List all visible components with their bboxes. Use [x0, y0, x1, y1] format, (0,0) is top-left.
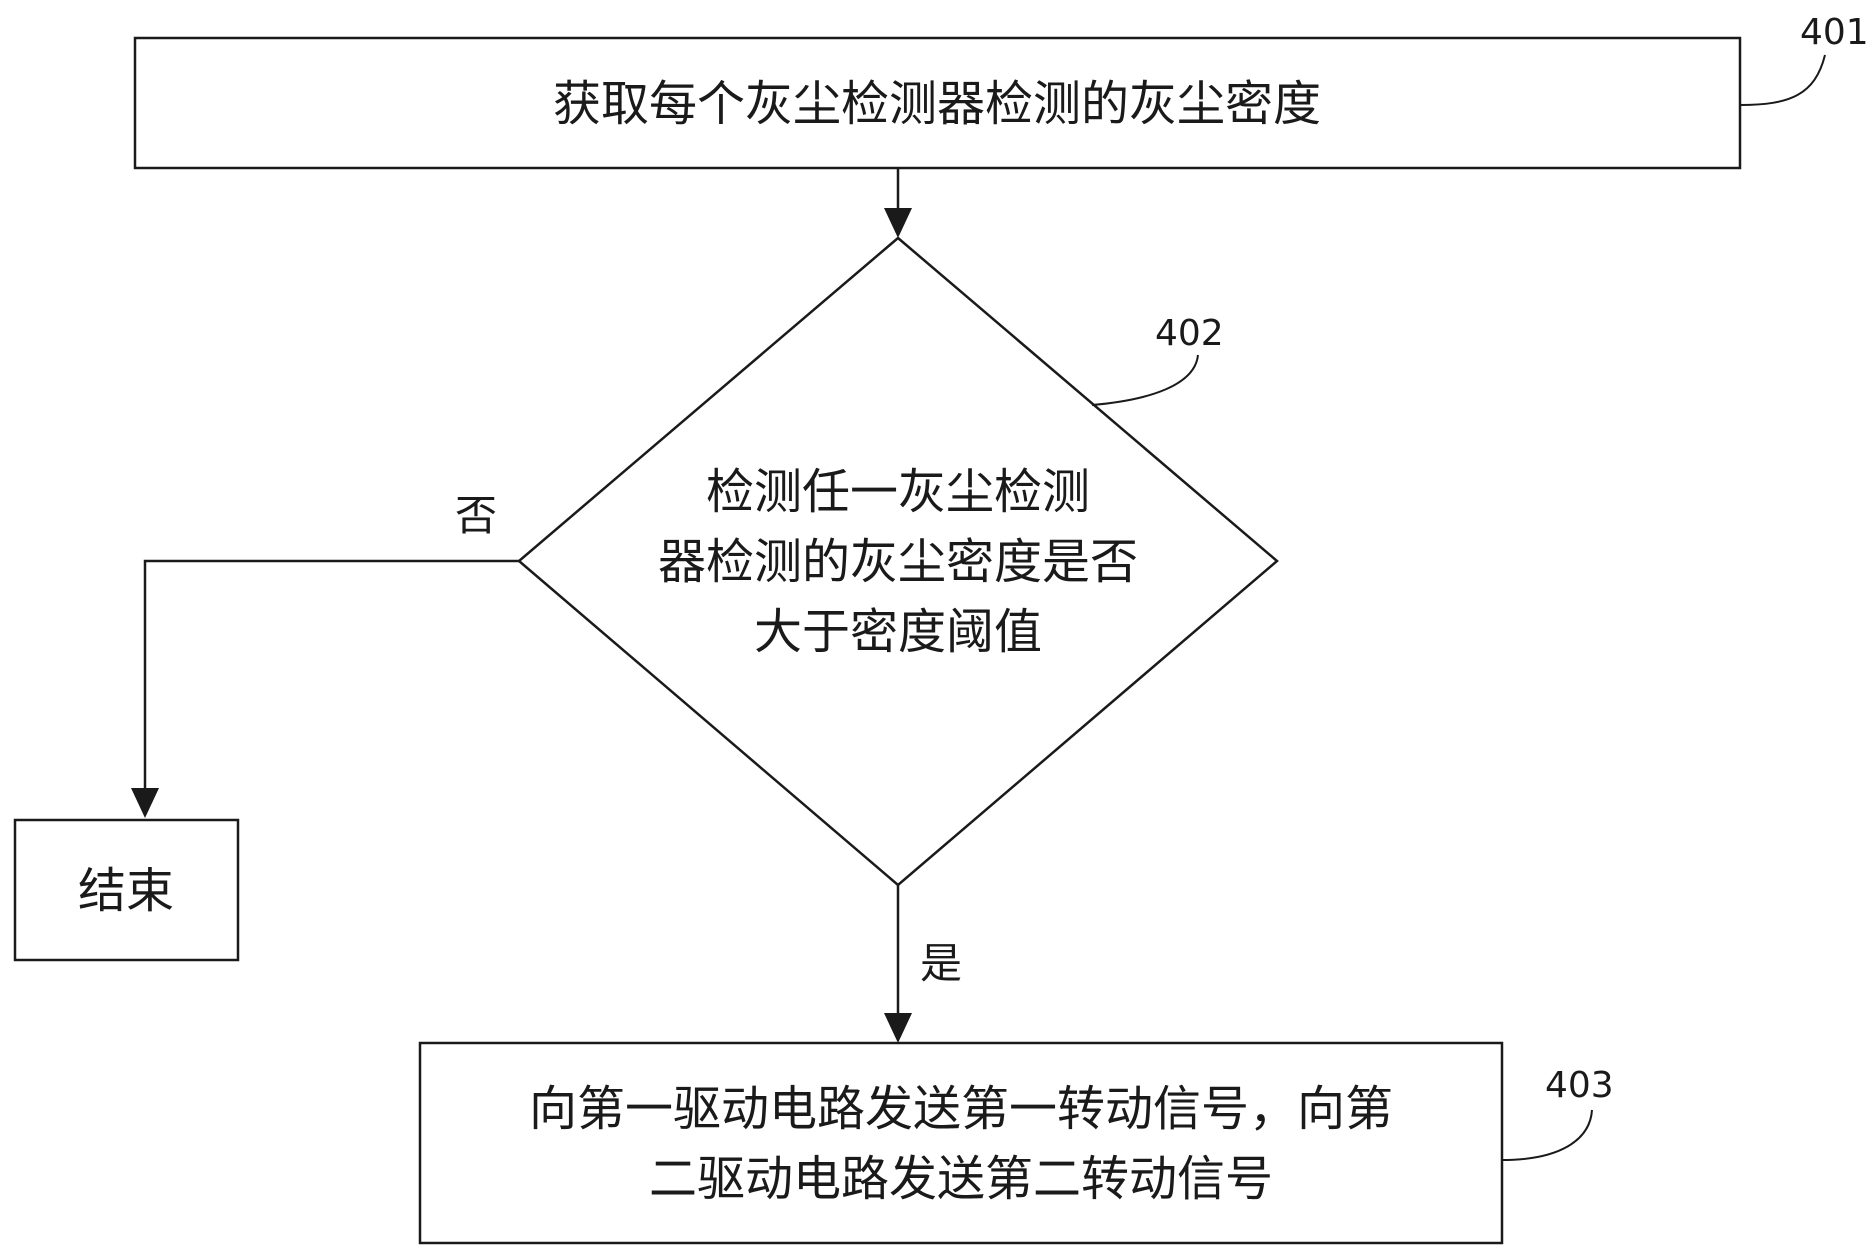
arrowhead-401-to-402 — [884, 208, 912, 238]
step-403-ref: 403 — [1545, 1065, 1614, 1106]
edge-402-no-to-end — [143, 559, 519, 790]
decision-402-line-1: 检测任一灰尘检测 — [706, 464, 1090, 520]
arrowhead-402-no-to-end — [131, 788, 159, 818]
step-401-ref: 401 — [1800, 12, 1869, 53]
step-403-line-2: 二驱动电路发送第二转动信号 — [649, 1151, 1273, 1207]
decision-402-line-2: 器检测的灰尘密度是否 — [658, 534, 1138, 590]
step-401-leader — [1739, 54, 1826, 106]
decision-402-line-3: 大于密度阈值 — [754, 604, 1042, 660]
end-text: 结束 — [78, 863, 174, 919]
step-401-text: 获取每个灰尘检测器检测的灰尘密度 — [553, 76, 1321, 132]
decision-402-leader — [1091, 354, 1199, 406]
edge-label-yes: 是 — [920, 939, 962, 988]
arrowhead-402-yes-to-403 — [884, 1013, 912, 1043]
step-403-line-1: 向第一驱动电路发送第一转动信号，向第 — [529, 1081, 1393, 1137]
end-box — [13, 818, 240, 962]
step-403-leader — [1501, 1109, 1593, 1161]
edge-label-no: 否 — [455, 491, 497, 540]
step-403-box — [418, 1041, 1504, 1245]
decision-402-ref: 402 — [1155, 313, 1224, 354]
step-401-box — [133, 36, 1742, 170]
